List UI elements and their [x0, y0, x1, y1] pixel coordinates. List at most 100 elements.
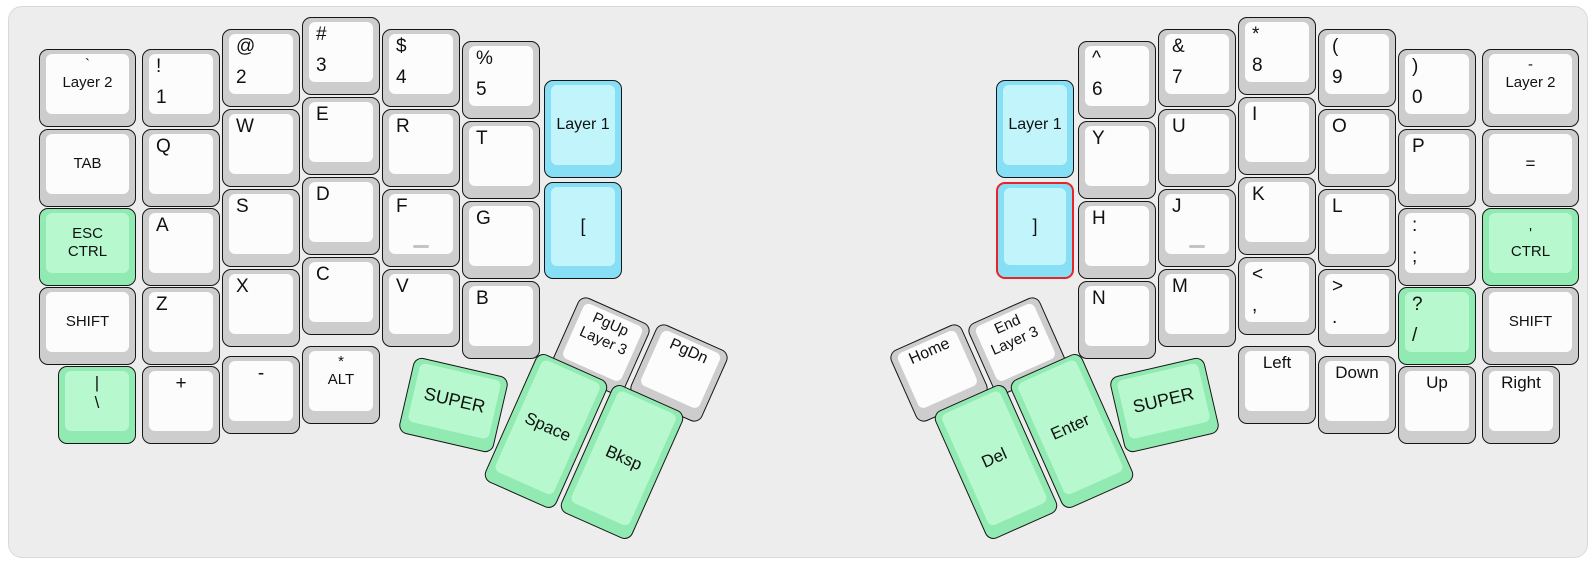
key-y[interactable]: Y [1078, 121, 1156, 199]
keycap-top: $4 [389, 34, 453, 94]
key-5[interactable]: %5 [462, 41, 540, 119]
key-label: 4 [396, 66, 407, 88]
key-label: K [1252, 184, 1265, 205]
key-6[interactable]: ^6 [1078, 41, 1156, 119]
key-down-arrow[interactable]: Down [1318, 356, 1396, 434]
key-f[interactable]: F [382, 189, 460, 267]
key-label: SUPER [1130, 383, 1196, 418]
key-label: Home [906, 335, 953, 368]
key-label: $ [396, 36, 407, 57]
keycap-top: U [1165, 114, 1229, 174]
key-super-left[interactable]: SUPER [397, 356, 510, 454]
homing-bar [413, 245, 429, 248]
keycap-top: O [1325, 114, 1389, 174]
key-super-right[interactable]: SUPER [1108, 356, 1221, 454]
keycap-top: Z [149, 292, 213, 352]
keycap-top: -Layer 2 [1489, 54, 1572, 114]
key-label: PgDn [666, 335, 711, 368]
keycap-top: :; [1405, 213, 1469, 273]
key-8[interactable]: *8 [1238, 17, 1316, 95]
keycap-top: ] [1004, 188, 1066, 265]
key-label: R [396, 116, 410, 137]
homing-bar [1189, 245, 1205, 248]
key-period[interactable]: >. [1318, 269, 1396, 347]
key-layer1-right[interactable]: Layer 1 [996, 80, 1074, 178]
key-2[interactable]: @2 [222, 29, 300, 107]
key-layer1-left[interactable]: Layer 1 [544, 80, 622, 178]
key-1[interactable]: !1 [142, 49, 220, 127]
key-h[interactable]: H [1078, 201, 1156, 279]
key-r[interactable]: R [382, 109, 460, 187]
key-grave-layer2[interactable]: `Layer 2 [39, 49, 136, 127]
key-w[interactable]: W [222, 109, 300, 187]
key-label: # [316, 24, 327, 45]
key-label: U [1172, 116, 1186, 137]
key-slash[interactable]: ?/ [1398, 287, 1476, 365]
key-0[interactable]: )0 [1398, 49, 1476, 127]
key-label: 0 [1412, 86, 1423, 108]
key-t[interactable]: T [462, 121, 540, 199]
key-up-arrow[interactable]: Up [1398, 366, 1476, 444]
key-z[interactable]: Z [142, 287, 220, 365]
key-o[interactable]: O [1318, 109, 1396, 187]
key-k[interactable]: K [1238, 177, 1316, 255]
key-label: 3 [316, 54, 327, 76]
key-j[interactable]: J [1158, 189, 1236, 267]
key-i[interactable]: I [1238, 97, 1316, 175]
key-9[interactable]: (9 [1318, 29, 1396, 107]
key-v[interactable]: V [382, 269, 460, 347]
key-equals[interactable]: = [1482, 129, 1579, 207]
key-3[interactable]: #3 [302, 17, 380, 95]
key-label: Left [1262, 353, 1292, 372]
key-u[interactable]: U [1158, 109, 1236, 187]
key-pipe-backslash[interactable]: |\ [58, 366, 136, 444]
keycap-top: J [1165, 194, 1229, 254]
key-b[interactable]: B [462, 281, 540, 359]
key-c[interactable]: C [302, 257, 380, 335]
key-plus[interactable]: + [142, 366, 220, 444]
key-n[interactable]: N [1078, 281, 1156, 359]
key-label: ! [156, 56, 162, 77]
keycap-top: P [1405, 134, 1469, 194]
key-4[interactable]: $4 [382, 29, 460, 107]
key-d[interactable]: D [302, 177, 380, 255]
key-p[interactable]: P [1398, 129, 1476, 207]
key-right-bracket[interactable]: ] [996, 182, 1074, 279]
key-left-arrow[interactable]: Left [1238, 346, 1316, 424]
key-q[interactable]: Q [142, 129, 220, 207]
key-minus-left[interactable]: - [222, 356, 300, 434]
keycap-top: SHIFT [46, 292, 129, 352]
key-g[interactable]: G [462, 201, 540, 279]
key-label: P [1412, 136, 1425, 157]
key-quote-ctrl[interactable]: 'CTRL [1482, 208, 1579, 286]
key-left-bracket[interactable]: [ [544, 182, 622, 279]
key-m[interactable]: M [1158, 269, 1236, 347]
key-x[interactable]: X [222, 269, 300, 347]
key-tab[interactable]: TAB [39, 129, 136, 207]
keycap-top: G [469, 206, 533, 266]
key-label: M [1172, 276, 1188, 297]
key-alt[interactable]: *ALT [302, 346, 380, 424]
keycap-top: (9 [1325, 34, 1389, 94]
key-l[interactable]: L [1318, 189, 1396, 267]
key-shift-right[interactable]: SHIFT [1482, 287, 1579, 365]
key-label: V [396, 276, 409, 297]
key-shift-left[interactable]: SHIFT [39, 287, 136, 365]
keycap-top: Right [1489, 371, 1553, 431]
key-label: J [1172, 196, 1182, 217]
keycap-top: &7 [1165, 34, 1229, 94]
keycap-top: Up [1405, 371, 1469, 431]
key-label: > [1332, 276, 1344, 297]
key-semicolon[interactable]: :; [1398, 208, 1476, 286]
key-minus-layer2[interactable]: -Layer 2 [1482, 49, 1579, 127]
key-comma[interactable]: <, [1238, 257, 1316, 335]
key-right-arrow[interactable]: Right [1482, 366, 1560, 444]
key-s[interactable]: S [222, 189, 300, 267]
key-label: B [476, 288, 489, 309]
key-a[interactable]: A [142, 208, 220, 286]
key-e[interactable]: E [302, 97, 380, 175]
key-7[interactable]: &7 [1158, 29, 1236, 107]
keycap-top: R [389, 114, 453, 174]
